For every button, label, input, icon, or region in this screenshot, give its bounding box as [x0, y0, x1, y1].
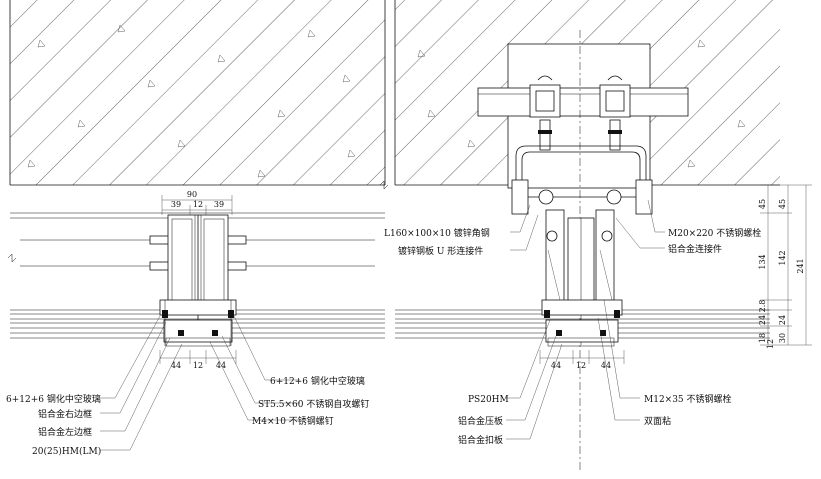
label-double-tape: 双面粘	[644, 415, 671, 427]
right-dim-44a: 44	[551, 361, 561, 370]
dim-18: 18	[758, 333, 767, 343]
right-bottom-dims: 44 12 44	[539, 350, 625, 370]
dim-2-8: 2.8	[758, 300, 767, 313]
label-left-glass-2: 6+12+6 钢化中空玻璃	[270, 375, 365, 387]
label-left-screw-m4: M4×10 不锈钢螺钉	[252, 415, 334, 427]
label-m12-bolt: M12×35 不锈钢螺栓	[644, 393, 732, 405]
label-pressure-plate: 铝合金压板	[458, 415, 503, 427]
dim-45b: 45	[778, 199, 787, 209]
left-concrete-slab	[10, 0, 385, 185]
label-cover-plate: 铝合金扣板	[458, 434, 503, 446]
right-leaders	[506, 199, 665, 440]
dim-134: 134	[758, 254, 767, 269]
dim-24b: 24	[778, 315, 787, 325]
label-left-screw-st: ST5.5×60 不锈钢自攻螺钉	[258, 398, 369, 410]
label-u-connector: 镀锌钢板 U 形连接件	[398, 245, 483, 257]
dim-45a: 45	[758, 199, 767, 209]
left-anchor-rods	[20, 235, 375, 271]
dim-12: 12	[766, 339, 775, 349]
label-angle-steel: L160×100×10 镀锌角钢	[384, 227, 490, 239]
left-dim-39b: 39	[214, 200, 224, 209]
left-dim-44a: 44	[171, 361, 181, 370]
left-dim-44b: 44	[216, 361, 226, 370]
label-left-left-frame: 铝合金左边框	[38, 426, 92, 438]
left-leaders	[100, 315, 300, 451]
label-left-glass-1: 6+12+6 钢化中空玻璃	[6, 393, 101, 405]
left-detail: 90 39 12 39 44 12 44 6+12+6 钢化中空玻璃	[6, 0, 389, 457]
left-aggregate-marks	[27, 24, 356, 178]
label-left-hm: 20(25)HM(LM)	[32, 446, 101, 457]
label-m20-bolt: M20×220 不锈钢螺栓	[668, 227, 761, 239]
left-dim-12: 12	[193, 200, 203, 209]
label-al-connector: 铝合金连接件	[668, 243, 722, 255]
dim-241: 241	[796, 258, 805, 273]
right-bolt-heads	[529, 75, 631, 151]
dim-142: 142	[778, 250, 787, 265]
left-bottom-dims: 44 12 44	[159, 350, 237, 370]
right-u-bracket	[521, 151, 641, 200]
left-dim-39a: 39	[171, 200, 181, 209]
left-top-dims: 90 39 12 39	[161, 190, 233, 215]
right-dim-12: 12	[576, 361, 586, 370]
right-detail: 44 12 44 45 45 134 142 241 2.8 24 24 18 …	[384, 0, 812, 470]
dim-30: 30	[778, 333, 787, 343]
right-aggregate-marks	[417, 39, 746, 168]
label-ps20hm: PS20HM	[468, 395, 509, 405]
left-mullion	[159, 214, 237, 347]
label-left-right-frame: 铝合金右边框	[38, 408, 92, 420]
right-side-dims: 45 45 134 142 241 2.8 24 24 18 12 30	[758, 184, 812, 349]
left-dim-12b: 12	[193, 361, 203, 370]
dim-24a: 24	[758, 315, 767, 325]
left-dim-90: 90	[187, 190, 197, 199]
